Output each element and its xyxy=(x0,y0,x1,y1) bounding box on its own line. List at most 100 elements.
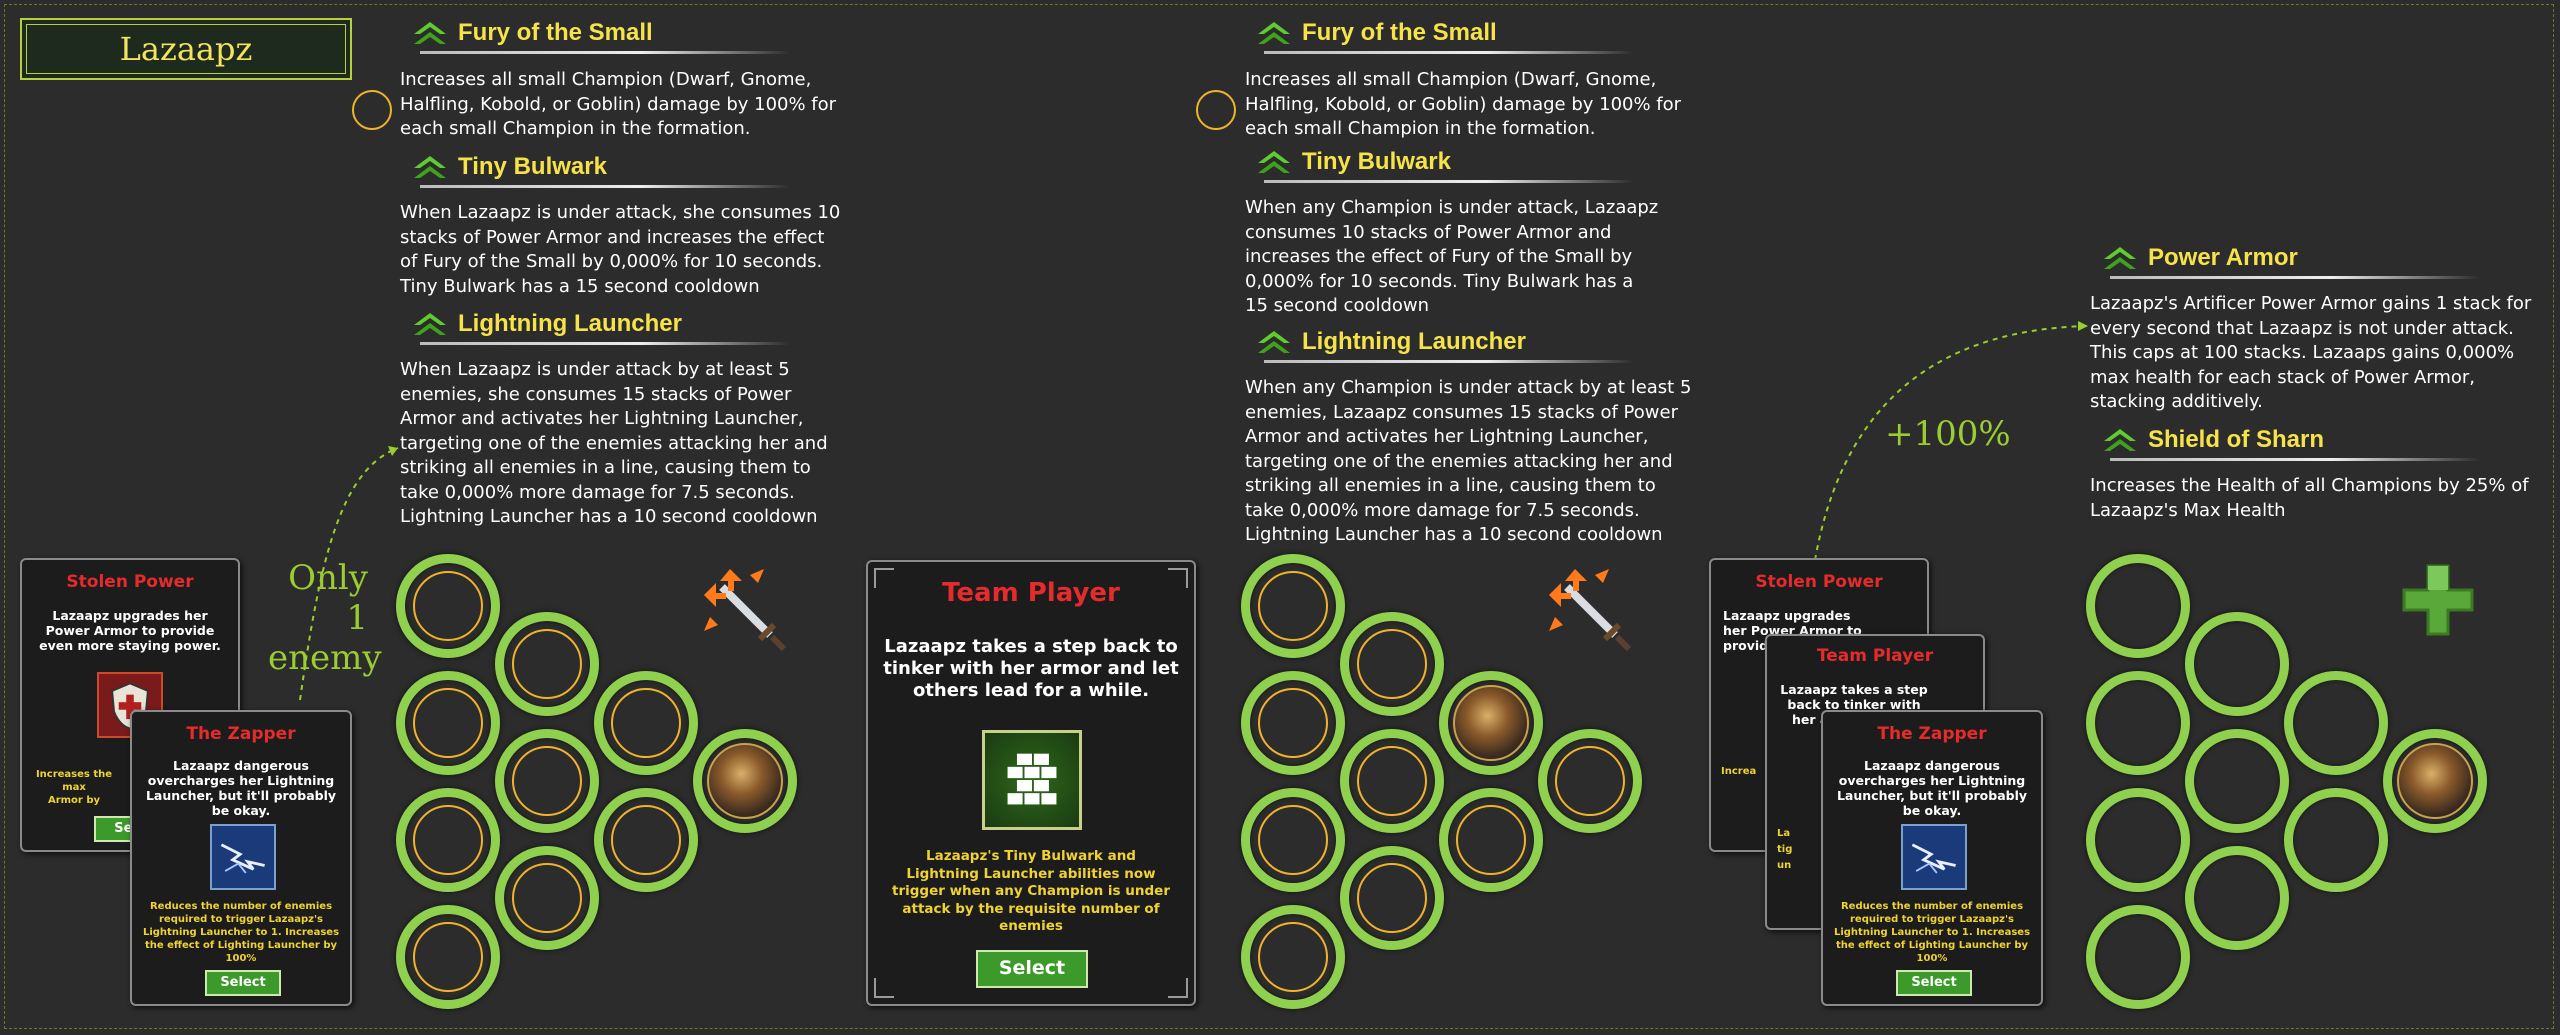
lightning-icon xyxy=(1901,824,1967,890)
formation-slot[interactable] xyxy=(396,554,500,658)
formation-slot-champion[interactable] xyxy=(693,729,797,833)
formation-slot[interactable] xyxy=(396,905,500,1009)
formation-slot[interactable] xyxy=(495,846,599,950)
formation-slot[interactable] xyxy=(1340,846,1444,950)
only-one-enemy-note: Only 1 enemy xyxy=(268,558,382,678)
select-button[interactable]: Select xyxy=(976,950,1088,988)
ability-description: When Lazaapz is under attack, she consum… xyxy=(400,202,841,297)
formation-slot[interactable] xyxy=(2086,671,2190,775)
formation-slot[interactable] xyxy=(594,671,698,775)
formation-slot[interactable] xyxy=(2185,846,2289,950)
formation-slot[interactable] xyxy=(2284,788,2388,892)
ability-launcher-left: Lightning Launcher xyxy=(412,306,790,345)
ability-name: Tiny Bulwark xyxy=(1302,148,1451,175)
card-effect-text: Increases the max Armor by xyxy=(34,768,114,807)
select-button[interactable]: Select xyxy=(205,970,281,996)
card-effect-line: Armor by xyxy=(47,795,101,806)
formation-slot-champion[interactable] xyxy=(1439,671,1543,775)
ability-name: Lightning Launcher xyxy=(1302,328,1526,355)
card-the-zapper[interactable]: The Zapper Lazaapz dangerous overcharges… xyxy=(130,710,352,1006)
note-line: Only 1 xyxy=(288,558,368,638)
card-title: The Zapper xyxy=(186,724,296,744)
formation-slot-champion[interactable] xyxy=(2383,729,2487,833)
ability-bulwark-mid: Tiny Bulwark xyxy=(1256,144,1634,183)
formation-slot[interactable] xyxy=(2086,554,2190,658)
ability-description: Increases all small Champion (Dwarf, Gno… xyxy=(400,69,837,139)
green-plus-icon xyxy=(2402,564,2474,636)
chevron-up-icon xyxy=(1258,151,1290,173)
formation-slot[interactable] xyxy=(2284,671,2388,775)
ability-divider xyxy=(1264,360,1634,363)
orange-ring-marker xyxy=(352,90,392,130)
ability-description: When any Champion is under attack, Lazaa… xyxy=(1245,197,1659,316)
card-effect-line: Increases the max xyxy=(35,769,113,793)
formation-slot[interactable] xyxy=(2185,612,2289,716)
card-corner xyxy=(1168,568,1188,588)
ability-launcher-mid: Lightning Launcher xyxy=(1256,324,1634,363)
card-effect-text: Reduces the number of enemies required t… xyxy=(142,901,340,964)
ability-divider xyxy=(420,185,790,188)
card-description: Lazaapz dangerous overcharges her Lightn… xyxy=(1836,758,2028,818)
formation-slot[interactable] xyxy=(495,729,599,833)
ability-divider xyxy=(420,51,790,54)
formation-slot[interactable] xyxy=(396,671,500,775)
ability-shield-of-sharn: Shield of Sharn xyxy=(2102,422,2480,461)
ability-description: Increases all small Champion (Dwarf, Gno… xyxy=(1245,69,1682,139)
formation-slot[interactable] xyxy=(1439,788,1543,892)
formation-slot[interactable] xyxy=(1241,905,1345,1009)
chevron-up-icon xyxy=(414,22,446,44)
champion-portrait xyxy=(2397,743,2473,819)
ability-name: Fury of the Small xyxy=(1302,19,1497,46)
formation-slot[interactable] xyxy=(495,612,599,716)
formation-slot[interactable] xyxy=(1241,671,1345,775)
select-button[interactable]: Select xyxy=(1896,970,1972,996)
ability-divider xyxy=(420,342,790,345)
chevron-up-icon xyxy=(1258,22,1290,44)
card-effect-text: Increa xyxy=(1721,766,1757,777)
card-effect-text: La tig un xyxy=(1777,828,1793,871)
ability-divider xyxy=(1264,51,1634,54)
chevron-up-icon xyxy=(2104,429,2136,451)
champion-portrait xyxy=(1453,685,1529,761)
chevron-up-icon xyxy=(414,313,446,335)
ability-description: Increases the Health of all Champions by… xyxy=(2090,475,2529,521)
formation-slot[interactable] xyxy=(1340,612,1444,716)
formation-slot[interactable] xyxy=(2185,729,2289,833)
card-the-zapper-stacked[interactable]: The Zapper Lazaapz dangerous overcharges… xyxy=(1821,710,2043,1006)
ability-divider xyxy=(2110,276,2480,279)
formation-slot[interactable] xyxy=(2086,905,2190,1009)
champion-name-box: Lazaapz xyxy=(20,18,352,80)
card-effect-text: Reduces the number of enemies required t… xyxy=(1833,901,2031,964)
plus-hundred-note: +100% xyxy=(1885,414,2011,454)
card-team-player[interactable]: Team Player Lazaapz takes a step back to… xyxy=(866,560,1196,1006)
ability-description: When any Champion is under attack by at … xyxy=(1245,377,1692,545)
formation-slot[interactable] xyxy=(2086,788,2190,892)
card-title: The Zapper xyxy=(1877,724,1987,744)
title-inner-border xyxy=(26,24,346,74)
ability-power-armor: Power Armor xyxy=(2102,240,2480,279)
formation-slot[interactable] xyxy=(396,788,500,892)
orange-ring-marker xyxy=(1196,90,1236,130)
sword-arrows-icon xyxy=(1549,569,1632,652)
ability-name: Lightning Launcher xyxy=(458,310,682,337)
card-effect-text: Lazaapz's Tiny Bulwark and Lightning Lau… xyxy=(892,848,1170,934)
formation-slot[interactable] xyxy=(1538,729,1642,833)
ability-divider xyxy=(2110,458,2480,461)
card-description: Lazaapz upgrades her Power Armor to prov… xyxy=(39,608,221,653)
ability-description: When Lazaapz is under attack by at least… xyxy=(400,359,828,527)
ability-name: Fury of the Small xyxy=(458,19,653,46)
formation-slot[interactable] xyxy=(594,788,698,892)
card-title: Stolen Power xyxy=(66,572,194,592)
card-description: Lazaapz dangerous overcharges her Lightn… xyxy=(145,758,337,818)
formation-slot[interactable] xyxy=(1340,729,1444,833)
chevron-up-icon xyxy=(414,156,446,178)
card-title: Team Player xyxy=(942,578,1120,608)
ability-name: Tiny Bulwark xyxy=(458,153,607,180)
ability-fury-left: Fury of the Small xyxy=(412,15,790,54)
card-description: Lazaapz takes a step back to tinker with… xyxy=(883,636,1179,701)
formation-slot[interactable] xyxy=(1241,788,1345,892)
formation-slot[interactable] xyxy=(1241,554,1345,658)
sword-arrows-icon xyxy=(704,569,787,652)
ability-bulwark-left: Tiny Bulwark xyxy=(412,149,790,188)
